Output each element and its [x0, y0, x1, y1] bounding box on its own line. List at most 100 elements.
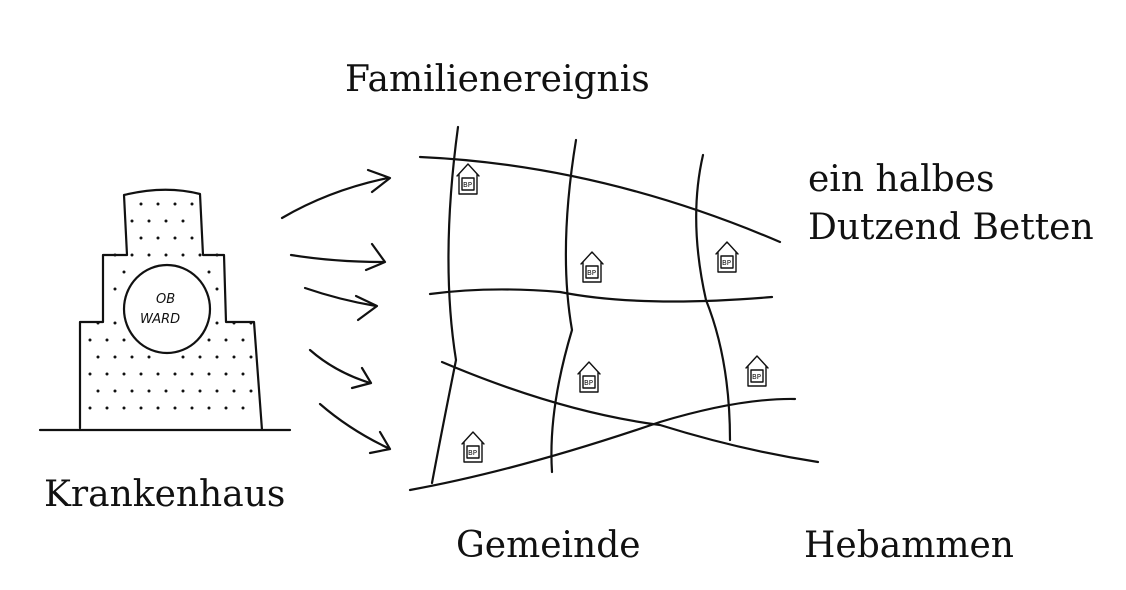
window-dot [130, 389, 134, 393]
window-dot [232, 389, 236, 393]
window-dot [147, 389, 151, 393]
ob-ward-circle [122, 263, 212, 355]
hospital-building: OB WARD [38, 188, 292, 432]
window-dot [139, 202, 143, 206]
window-dot [147, 355, 151, 359]
window-dot [207, 270, 211, 274]
window-dot [249, 355, 253, 359]
street-7 [695, 153, 732, 442]
house-icon: BP [745, 355, 769, 387]
hospital-outline [38, 188, 292, 432]
house-mark: BP [584, 379, 593, 387]
label-family-event: Familienereignis [345, 59, 650, 100]
window-dot [113, 253, 117, 257]
window-dot [198, 389, 202, 393]
window-dot [96, 321, 100, 325]
window-dot [190, 406, 194, 410]
window-dot [207, 372, 211, 376]
window-dot [190, 236, 194, 240]
window-dot [113, 355, 117, 359]
street-1 [418, 155, 782, 244]
window-dot [181, 253, 185, 257]
window-dot [164, 219, 168, 223]
window-dot [130, 253, 134, 257]
label-half-dozen-beds-line1: ein halbes [808, 159, 994, 200]
window-dot [122, 338, 126, 342]
window-dot [147, 219, 151, 223]
window-dot [215, 287, 219, 291]
window-dot [173, 236, 177, 240]
window-dot [139, 236, 143, 240]
arrow-2 [289, 242, 387, 272]
street-5 [430, 125, 460, 485]
window-dot [241, 338, 245, 342]
window-dot [156, 406, 160, 410]
house-mark: BP [587, 269, 596, 277]
window-dot [105, 406, 109, 410]
house-icon: BP [715, 241, 739, 273]
label-hospital: Krankenhaus [44, 474, 285, 515]
houses: BP BP BP BP BP BP [456, 163, 769, 463]
window-dot [164, 389, 168, 393]
window-dot [232, 355, 236, 359]
ob-ward-line2: WARD [140, 312, 180, 327]
window-dot [113, 287, 117, 291]
house-icon: BP [577, 361, 601, 393]
arrows [280, 168, 392, 455]
window-dot [198, 355, 202, 359]
window-dot [164, 253, 168, 257]
window-dot [105, 372, 109, 376]
window-dot [215, 389, 219, 393]
window-dot [181, 219, 185, 223]
window-dot [241, 406, 245, 410]
house-mark: BP [752, 373, 761, 381]
window-dot [241, 372, 245, 376]
street-2 [428, 288, 774, 303]
house-icon: BP [461, 431, 485, 463]
window-dot [156, 202, 160, 206]
window-dot [88, 372, 92, 376]
window-dot [224, 406, 228, 410]
window-dot [122, 372, 126, 376]
window-dot [190, 202, 194, 206]
window-dot [130, 219, 134, 223]
hospital-window-dots [88, 202, 253, 410]
window-dot [139, 372, 143, 376]
street-4 [408, 397, 797, 492]
window-dot [181, 355, 185, 359]
arrow-1 [280, 168, 392, 220]
window-dot [207, 338, 211, 342]
window-dot [215, 253, 219, 257]
window-dot [232, 321, 236, 325]
window-dot [198, 253, 202, 257]
window-dot [156, 372, 160, 376]
house-mark: BP [722, 259, 731, 267]
window-dot [173, 202, 177, 206]
label-community: Gemeinde [456, 525, 641, 566]
window-dot [249, 389, 253, 393]
window-dot [122, 270, 126, 274]
community-map [408, 125, 820, 492]
label-half-dozen-beds-line2: Dutzend Betten [808, 207, 1094, 248]
house-mark: BP [463, 181, 472, 189]
window-dot [173, 372, 177, 376]
window-dot [190, 372, 194, 376]
street-6 [550, 138, 578, 474]
window-dot [88, 338, 92, 342]
house-icon: BP [580, 251, 604, 283]
window-dot [173, 406, 177, 410]
house-mark: BP [468, 449, 477, 457]
window-dot [224, 338, 228, 342]
window-dot [122, 406, 126, 410]
arrow-5 [318, 402, 392, 455]
house-icon: BP [456, 163, 480, 195]
window-dot [113, 321, 117, 325]
window-dot [96, 389, 100, 393]
window-dot [96, 355, 100, 359]
window-dot [156, 236, 160, 240]
window-dot [130, 355, 134, 359]
window-dot [215, 321, 219, 325]
ob-ward-line1: OB [156, 292, 175, 307]
